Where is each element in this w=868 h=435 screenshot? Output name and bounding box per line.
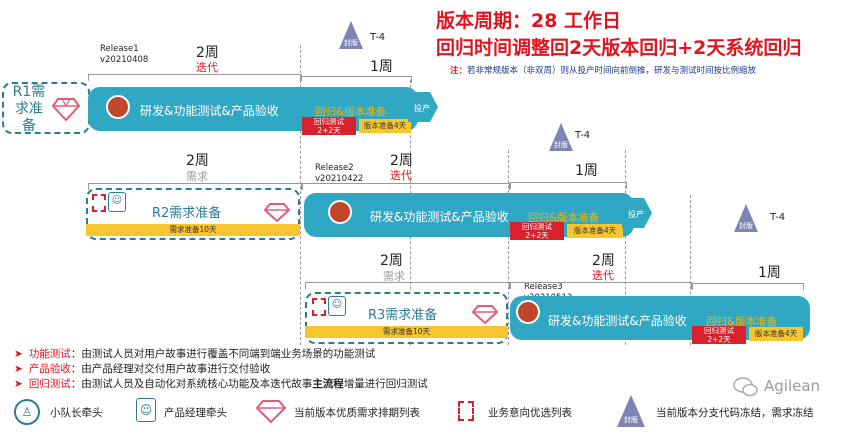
- r2-req-days: 需求准备10天: [86, 224, 300, 236]
- r2-bracket-req: [88, 183, 302, 190]
- diamond-icon: [52, 98, 80, 121]
- r3-req-days: 需求准备10天: [305, 326, 508, 338]
- r3-prep-box: 版本准备4天: [749, 327, 803, 341]
- r1-period-iter: 迭代: [196, 61, 218, 74]
- team-lead-icon: [106, 95, 130, 119]
- r1-seal-triangle: 封版: [339, 21, 363, 49]
- r1-period-1w: 1周: [370, 59, 393, 75]
- r3-seal-triangle: 封版: [734, 204, 758, 232]
- r3-period-iter: 迭代: [592, 269, 614, 282]
- r3-period-req: 2周: [380, 253, 403, 269]
- cycle-title: 版本周期：28 工作日: [436, 10, 622, 32]
- r1-regress-label: 回归&版本准备: [315, 106, 387, 118]
- definition-regression-test: ➤回归测试：由测试人员及自动化对系统核心功能及本迭代故事主流程增量进行回归测试: [14, 378, 428, 390]
- r2-req-label: R2需求准备: [152, 206, 222, 221]
- pm-lead-icon: ☺: [108, 192, 126, 212]
- r2-bracket-1w: [510, 182, 627, 189]
- svg-text:投产: 投产: [414, 103, 430, 113]
- r2-t4: T-4: [575, 130, 591, 141]
- business-list-icon: [92, 194, 106, 212]
- r3-bracket-1w: [692, 283, 804, 290]
- r3-t4: T-4: [770, 212, 786, 223]
- r2-seal-triangle: 封版: [549, 123, 573, 151]
- r3-period-1w: 1周: [758, 265, 781, 281]
- svg-text:封版: 封版: [344, 38, 358, 47]
- definition-product-acceptance: ➤产品验收：由产品经理对交付用户故事进行交付验收: [14, 363, 271, 375]
- r3-regress-box: 回归测试 2+2天: [692, 326, 746, 344]
- r2-bracket-2w: [302, 183, 510, 190]
- r2-period-req-sub: 需求: [186, 170, 208, 183]
- r3-dev-label: 研发&功能测试&产品验收: [548, 314, 687, 328]
- team-lead-icon: [328, 200, 352, 224]
- r1-prep-box: 版本准备4天: [359, 119, 411, 133]
- business-list-legend-icon: [458, 401, 474, 421]
- regression-title: 回归时间调整回2天版本回归+2天系统回归: [436, 37, 802, 59]
- svg-text:封版: 封版: [739, 221, 753, 230]
- r2-period-iter: 迭代: [390, 169, 412, 182]
- divider-line-1: [300, 45, 301, 345]
- r2-regress-box: 回归测试 2+2天: [510, 222, 564, 240]
- r1-t4: T-4: [370, 32, 386, 43]
- r3-period-req-sub: 需求: [383, 270, 405, 283]
- r3-bracket-2w: [510, 282, 692, 289]
- r3-bracket-req: [305, 282, 510, 289]
- r3-req-label: R3需求准备: [368, 308, 438, 323]
- team-lead-icon: [516, 300, 540, 324]
- definition-functional-test: ➤功能测试：由测试人员对用户故事进行覆盖不同端到端业务场景的功能测试: [14, 348, 376, 360]
- svg-text:投产: 投产: [628, 209, 644, 219]
- divider-line-3: [508, 150, 509, 345]
- diamond-icon: [264, 203, 290, 222]
- svg-text:封版: 封版: [624, 415, 638, 424]
- svg-text:封版: 封版: [554, 140, 568, 149]
- r2-prep-box: 版本准备4天: [567, 224, 623, 238]
- team-lead-legend-icon: ♙: [14, 399, 40, 425]
- r1-bracket-1w: [300, 76, 412, 83]
- r1-tail-cap: 投产: [408, 92, 438, 122]
- divider-line-4: [625, 150, 626, 345]
- business-list-icon: [312, 298, 326, 316]
- r1-period-2w: 2周: [196, 45, 219, 61]
- r2-dev-label: 研发&功能测试&产品验收: [370, 210, 509, 224]
- divider-line-5: [690, 195, 691, 345]
- watermark-text: Agilean: [764, 377, 821, 395]
- diamond-legend-icon: [256, 400, 286, 423]
- header-note: 注：若非常规版本（非双周）则从投产时间向前倒推，研发与测试时间按比例缩放: [450, 66, 757, 76]
- pm-lead-legend-icon: ☺: [136, 398, 156, 422]
- diamond-icon: [472, 305, 498, 324]
- r2-regress-label: 回归&版本准备: [528, 212, 600, 224]
- r2-period-2w: 2周: [390, 153, 413, 169]
- r3-regress-label: 回归&版本准备: [706, 316, 778, 328]
- wechat-icon: [733, 377, 758, 397]
- r2-period-1w: 1周: [575, 163, 598, 179]
- legend-backlog: 当前版本优质需求排期列表: [294, 407, 420, 419]
- r1-dev-label: 研发&功能测试&产品验收: [140, 104, 279, 118]
- legend-business: 业务意向优选列表: [488, 407, 572, 419]
- r2-period-req: 2周: [186, 153, 209, 169]
- legend-team-lead: 小队长牵头: [50, 407, 103, 419]
- r2-tail-cap: 投产: [622, 198, 652, 228]
- legend-freeze: 当前版本分支代码冻结，需求冻结: [656, 407, 814, 419]
- pm-lead-icon: ☺: [328, 296, 346, 316]
- r1-req-label: R1需求准备: [12, 84, 46, 134]
- r3-period-2w: 2周: [592, 253, 615, 269]
- legend-pm-lead: 产品经理牵头: [164, 407, 227, 419]
- r1-regress-box: 回归测试 2+2天: [302, 117, 356, 135]
- r1-bracket-2w: [88, 74, 302, 81]
- seal-legend-icon: 封版: [617, 395, 645, 427]
